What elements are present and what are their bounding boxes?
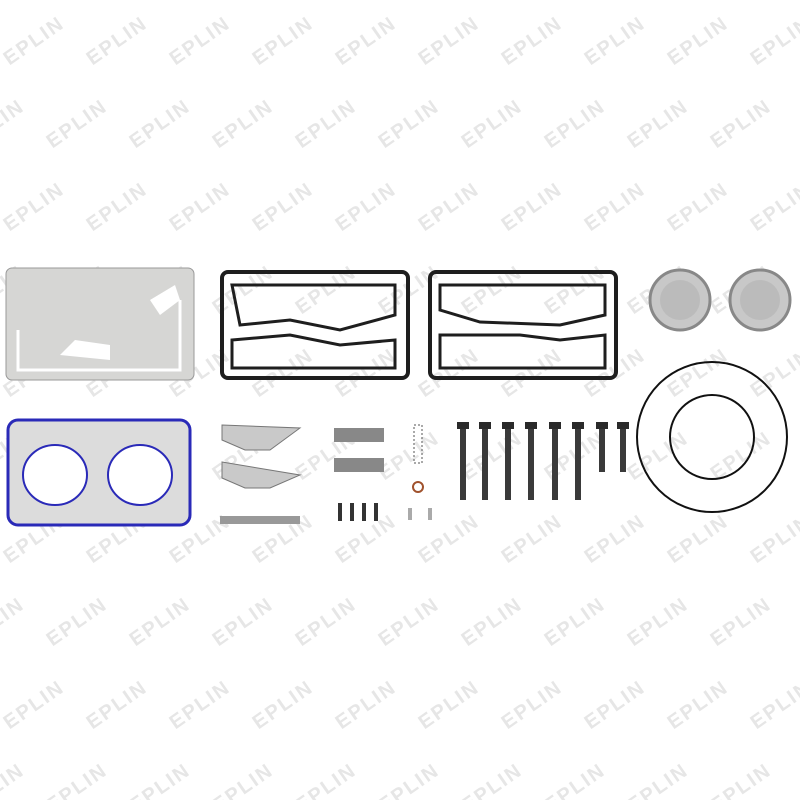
head-gasket-1	[220, 270, 410, 380]
piston-cups	[648, 268, 792, 332]
bolt	[552, 428, 558, 500]
bolt	[599, 428, 605, 472]
head-gasket-2	[428, 270, 618, 380]
bolt-head	[572, 422, 584, 429]
bolt	[505, 428, 511, 500]
bolt-head	[502, 422, 514, 429]
small-screws	[338, 503, 378, 521]
bolt-head	[617, 422, 629, 429]
bolt-head	[479, 422, 491, 429]
spring-and-seal	[408, 424, 432, 520]
valve-seats	[334, 428, 384, 472]
bolt	[620, 428, 626, 472]
bolt-head	[596, 422, 608, 429]
valve-plate	[5, 267, 195, 381]
bolt-head	[525, 422, 537, 429]
lower-gasket-blue	[6, 418, 192, 527]
bolt	[528, 428, 534, 500]
o-rings	[636, 361, 788, 513]
bolt	[482, 428, 488, 500]
reed-valves	[220, 424, 302, 524]
bolt-head	[549, 422, 561, 429]
cylinder-head-bolts	[457, 422, 629, 500]
bolt-head	[457, 422, 469, 429]
bolt	[460, 428, 466, 500]
bolt	[575, 428, 581, 500]
